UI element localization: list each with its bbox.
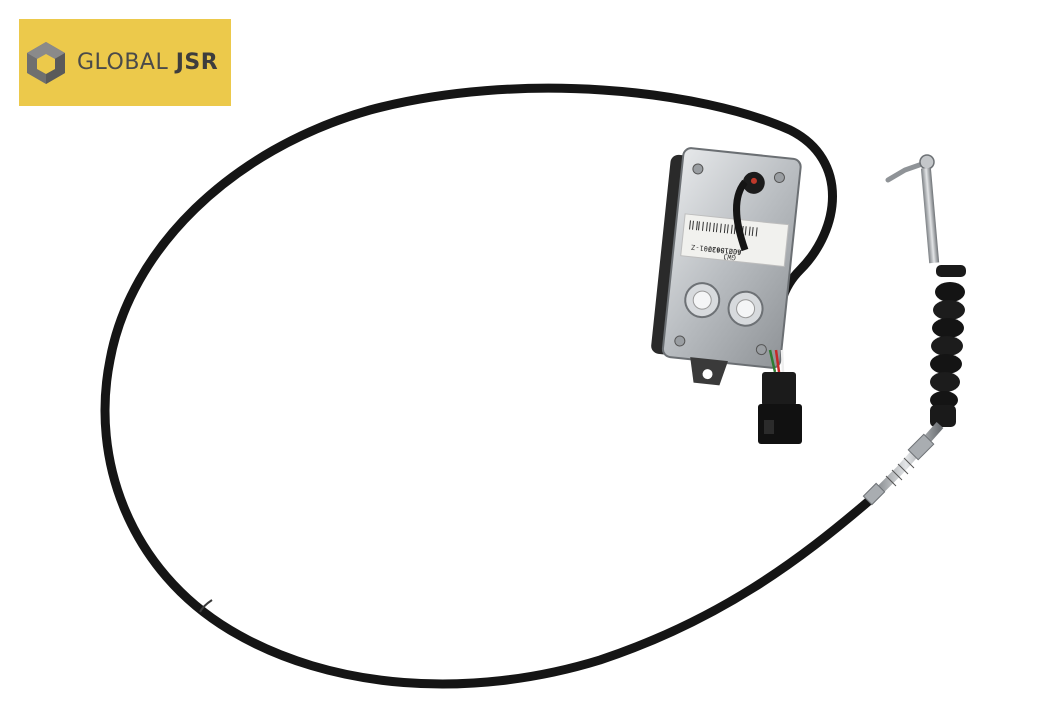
wire-connector [758, 349, 802, 444]
rod-end-assembly [862, 154, 966, 506]
label-line-3: GWJ [723, 252, 736, 261]
label-line-1: 600104270 [703, 244, 742, 256]
brand-name-light: GLOBAL [77, 50, 169, 75]
motor-housing: 600104270 ACZ15030-1-Z GWJ [651, 147, 802, 386]
brand-name: GLOBAL JSR [77, 50, 218, 75]
control-cable [100, 83, 875, 689]
brand-logo: GLOBAL JSR [19, 19, 231, 106]
hexagon-cube-icon [27, 41, 65, 84]
brand-name-bold: JSR [175, 50, 219, 75]
rubber-bellows [930, 265, 966, 427]
